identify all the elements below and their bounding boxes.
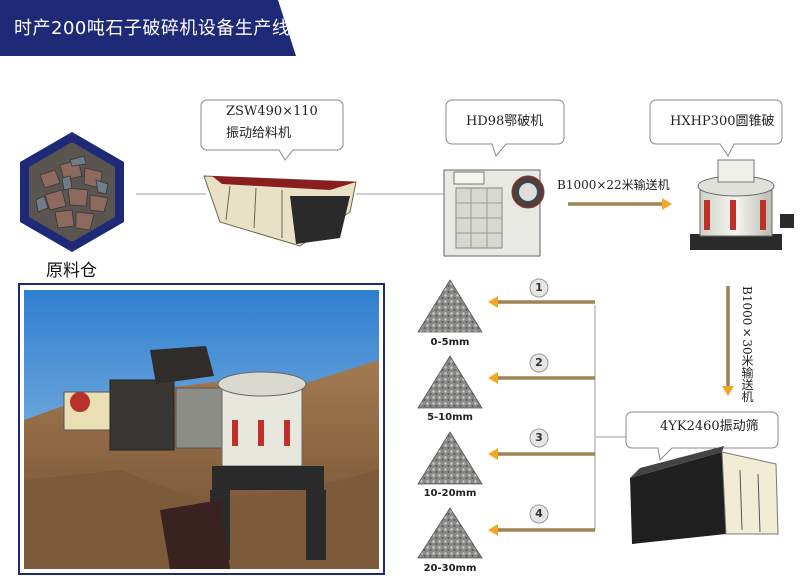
stone-pile-icon: [20, 132, 124, 252]
cone-crusher-callout: [649, 99, 783, 157]
product-arrows: [488, 296, 595, 536]
jaw-crusher-label: HD98鄂破机: [466, 114, 544, 129]
title-banner-area: 时产200吨石子破碎机设备生产线: [0, 0, 296, 56]
conveyor-arrow-vertical: [722, 286, 734, 396]
product-number-4: 4: [535, 507, 543, 520]
jaw-crusher-callout: [445, 99, 565, 158]
vibrating-feeder-machine: [203, 175, 357, 247]
feeder-model: ZSW490×110: [226, 104, 318, 119]
product-number-circles: [529, 278, 549, 524]
product-size-3: 10-20mm: [423, 488, 477, 499]
conveyor-2-label: B1000×30米输送机: [740, 286, 754, 403]
product-arrow-2: [488, 372, 595, 384]
product-number-3: 3: [535, 431, 543, 444]
product-arrow-4: [488, 524, 595, 536]
product-size-1: 0-5mm: [430, 337, 470, 348]
product-size-2: 5-10mm: [427, 412, 473, 423]
title-banner: [0, 0, 296, 56]
product-arrow-3: [488, 448, 595, 460]
flow-lines: [136, 193, 626, 530]
screen-callout: [625, 411, 779, 462]
product-number-2: 2: [535, 356, 543, 369]
cone-crusher-machine: [690, 159, 794, 250]
page-title: 时产200吨石子破碎机设备生产线: [14, 18, 291, 39]
raw-material-storage-label: 原料仓: [46, 261, 97, 281]
gravel-pile-icons: [417, 279, 483, 559]
conveyor-1-label: B1000×22米输送机: [557, 178, 670, 192]
cone-crusher-label: HXHP300圆锥破: [670, 114, 775, 129]
site-photo: [18, 283, 385, 575]
product-size-4: 20-30mm: [423, 563, 477, 574]
vibrating-screen-machine: [630, 446, 779, 544]
product-number-1: 1: [535, 281, 543, 294]
feeder-callout-text: ZSW490×110 振动给料机: [226, 101, 318, 145]
feeder-name: 振动给料机: [226, 126, 292, 141]
feeder-callout: [200, 99, 344, 161]
screen-label: 4YK2460振动筛: [660, 419, 759, 434]
conveyor-arrow-horizontal: [568, 198, 672, 210]
jaw-crusher-machine: [443, 169, 545, 257]
product-arrow-1: [488, 296, 595, 308]
